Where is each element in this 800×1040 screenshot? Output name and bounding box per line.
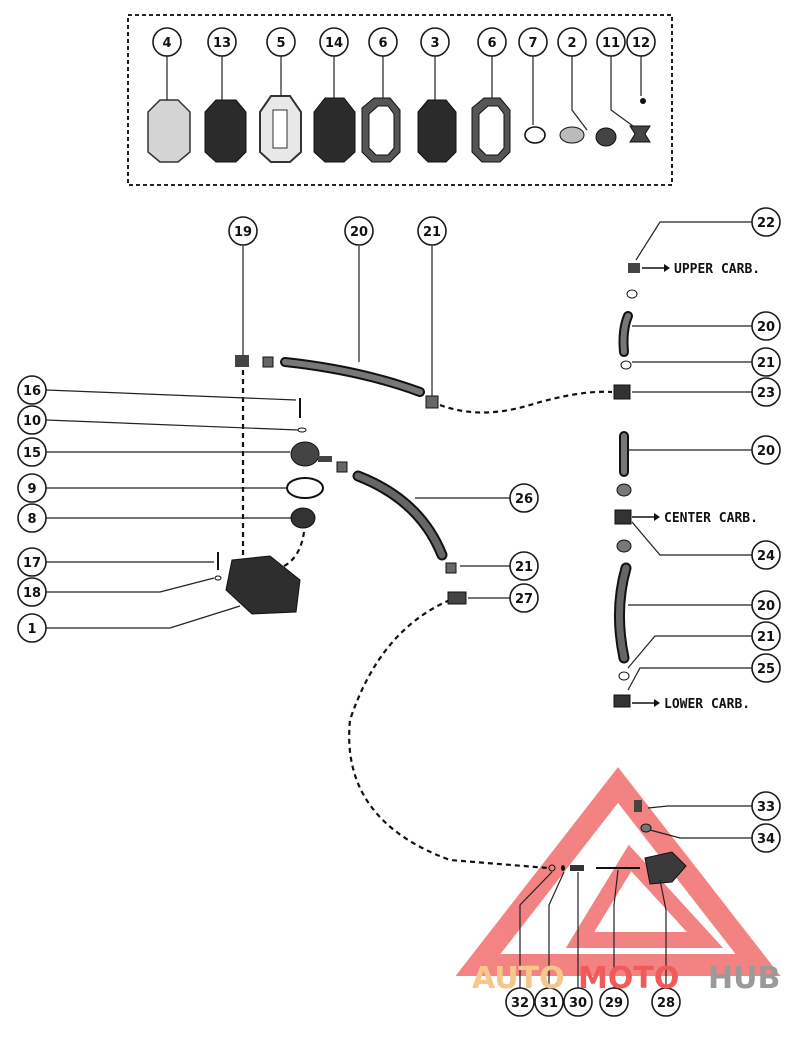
callout-14: 14	[319, 27, 349, 57]
watermark-text: AUTO MOTO HUB	[472, 961, 780, 996]
callout-20d: 20	[751, 590, 781, 620]
callout-17: 17	[17, 547, 47, 577]
svg-text:24: 24	[757, 549, 775, 564]
callout-21a: 21	[417, 216, 447, 246]
callout-24: 24	[751, 540, 781, 570]
svg-text:14: 14	[325, 36, 343, 51]
callout-30: 30	[563, 987, 593, 1017]
svg-text:22: 22	[757, 216, 775, 231]
watermark-auto: AUTO	[472, 961, 565, 996]
pump-parts	[214, 263, 687, 885]
svg-text:33: 33	[757, 800, 775, 815]
svg-text:27: 27	[515, 592, 533, 607]
center-carb-label: CENTER CARB.	[664, 511, 758, 526]
callout-3: 3	[420, 27, 450, 57]
callout-2: 2	[557, 27, 587, 57]
svg-text:17: 17	[23, 556, 41, 571]
callout-11: 11	[596, 27, 626, 57]
kit-parts	[147, 95, 651, 163]
callout-19: 19	[228, 216, 258, 246]
callout-4: 4	[152, 27, 182, 57]
svg-text:2: 2	[567, 36, 576, 51]
svg-text:4: 4	[162, 36, 171, 51]
svg-text:32: 32	[511, 996, 529, 1011]
svg-text:29: 29	[605, 996, 623, 1011]
svg-text:8: 8	[27, 512, 36, 527]
callout-34: 34	[751, 823, 781, 853]
callout-21c: 21	[509, 551, 539, 581]
svg-text:20: 20	[757, 320, 775, 335]
svg-text:30: 30	[569, 996, 587, 1011]
svg-text:5: 5	[276, 36, 285, 51]
callout-23: 23	[751, 377, 781, 407]
svg-text:13: 13	[213, 36, 231, 51]
svg-text:7: 7	[528, 36, 537, 51]
callout-33: 33	[751, 791, 781, 821]
svg-text:21: 21	[423, 225, 441, 240]
callout-21d: 21	[751, 621, 781, 651]
leader-lines	[45, 56, 752, 988]
svg-text:20: 20	[350, 225, 368, 240]
callout-8: 8	[17, 503, 47, 533]
watermark-logo	[455, 767, 781, 976]
svg-text:34: 34	[757, 832, 775, 847]
svg-text:9: 9	[27, 482, 36, 497]
callout-13: 13	[207, 27, 237, 57]
watermark-moto: MOTO	[578, 961, 679, 996]
svg-text:12: 12	[632, 36, 650, 51]
callout-25: 25	[751, 653, 781, 683]
callout-5: 5	[266, 27, 296, 57]
callout-21b: 21	[751, 347, 781, 377]
callout-group: 4 13 5 14 6 3 6 7 2 11 12 19 20 21 22 16…	[17, 27, 781, 1017]
svg-text:16: 16	[23, 384, 41, 399]
svg-text:11: 11	[602, 36, 620, 51]
svg-text:19: 19	[234, 225, 252, 240]
svg-text:21: 21	[515, 560, 533, 575]
callout-16: 16	[17, 375, 47, 405]
callout-32: 32	[505, 987, 535, 1017]
watermark-hub: HUB	[708, 961, 780, 996]
svg-text:1: 1	[27, 622, 36, 637]
svg-text:23: 23	[757, 386, 775, 401]
callout-10: 10	[17, 405, 47, 435]
callout-22: 22	[751, 207, 781, 237]
carb-labels: UPPER CARB. CENTER CARB. LOWER CARB.	[632, 262, 760, 712]
callout-6a: 6	[368, 27, 398, 57]
svg-text:15: 15	[23, 446, 41, 461]
callout-20c: 20	[751, 435, 781, 465]
hoses	[280, 311, 633, 664]
svg-text:20: 20	[757, 444, 775, 459]
svg-text:25: 25	[757, 662, 775, 677]
upper-carb-label: UPPER CARB.	[674, 262, 760, 277]
svg-text:31: 31	[540, 996, 558, 1011]
callout-28: 28	[651, 987, 681, 1017]
fuel-lines	[241, 370, 613, 870]
callout-15: 15	[17, 437, 47, 467]
svg-text:21: 21	[757, 356, 775, 371]
callout-18: 18	[17, 577, 47, 607]
callout-31: 31	[534, 987, 564, 1017]
svg-text:6: 6	[487, 36, 496, 51]
callout-9: 9	[17, 473, 47, 503]
svg-text:21: 21	[757, 630, 775, 645]
svg-text:10: 10	[23, 414, 41, 429]
callout-27: 27	[509, 583, 539, 613]
callout-1: 1	[17, 613, 47, 643]
svg-text:3: 3	[430, 36, 439, 51]
callout-20b: 20	[751, 311, 781, 341]
svg-text:20: 20	[757, 599, 775, 614]
svg-text:6: 6	[378, 36, 387, 51]
callout-29: 29	[599, 987, 629, 1017]
callout-6b: 6	[477, 27, 507, 57]
callout-20a: 20	[344, 216, 374, 246]
lower-carb-label: LOWER CARB.	[664, 697, 750, 712]
svg-text:18: 18	[23, 586, 41, 601]
callout-26: 26	[509, 483, 539, 513]
svg-text:28: 28	[657, 996, 675, 1011]
callout-12: 12	[626, 27, 656, 57]
callout-7: 7	[518, 27, 548, 57]
svg-text:26: 26	[515, 492, 533, 507]
